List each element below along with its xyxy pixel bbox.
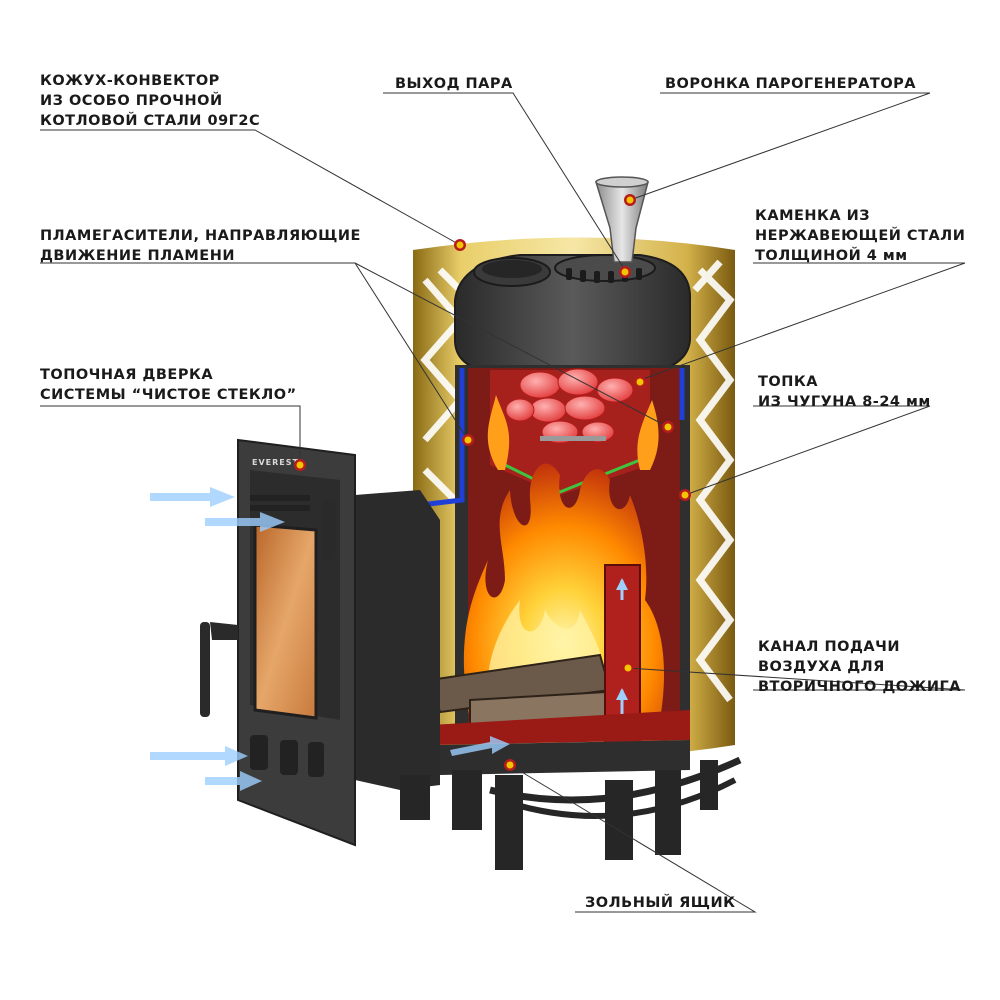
dot-casing: [454, 239, 466, 251]
stove-top: [454, 254, 692, 371]
label-steam-out: ВЫХОД ПАРА: [395, 76, 513, 92]
dot-stone-box: [634, 376, 646, 388]
brand-logo: EVEREST: [252, 458, 299, 467]
label-stone-box: КАМЕНКА ИЗ НЕРЖАВЕЮЩЕЙ СТАЛИ ТОЛЩИНОЙ 4 …: [755, 208, 966, 264]
label-funnel: ВОРОНКА ПАРОГЕНЕРАТОРА: [665, 76, 917, 92]
label-flame-guides: ПЛАМЕГАСИТЕЛИ, НАПРАВЛЯЮЩИЕ ДВИЖЕНИЕ ПЛА…: [40, 228, 361, 264]
dot-steam-out: [619, 266, 631, 278]
dot-ash-box: [504, 759, 516, 771]
label-air-channel: КАНАЛ ПОДАЧИ ВОЗДУХА ДЛЯ ВТОРИЧНОГО ДОЖИ…: [758, 639, 961, 695]
leader-lines: [40, 92, 966, 913]
dot-flame-guide-right: [662, 421, 674, 433]
stove-base: [430, 710, 742, 870]
firebox-door: EVEREST: [200, 438, 356, 847]
dot-flame-guide-left: [462, 434, 474, 446]
dot-funnel: [624, 194, 636, 206]
dot-door: [294, 459, 306, 471]
door-tunnel: [355, 490, 440, 820]
label-ash-box: ЗОЛЬНЫЙ ЯЩИК: [585, 895, 736, 911]
dot-firebox: [679, 489, 691, 501]
label-door: ТОПОЧНАЯ ДВЕРКА СИСТЕМЫ “ЧИСТОЕ СТЕКЛО”: [40, 367, 297, 403]
stone-box: [490, 368, 650, 495]
dot-air-channel: [622, 662, 634, 674]
air-inlet-arrows: [150, 487, 510, 791]
label-firebox: ТОПКА ИЗ ЧУГУНА 8-24 мм: [758, 374, 931, 410]
label-casing: КОЖУХ-КОНВЕКТОР ИЗ ОСОБО ПРОЧНОЙ КОТЛОВО…: [40, 73, 261, 129]
callout-dots: [294, 194, 691, 771]
